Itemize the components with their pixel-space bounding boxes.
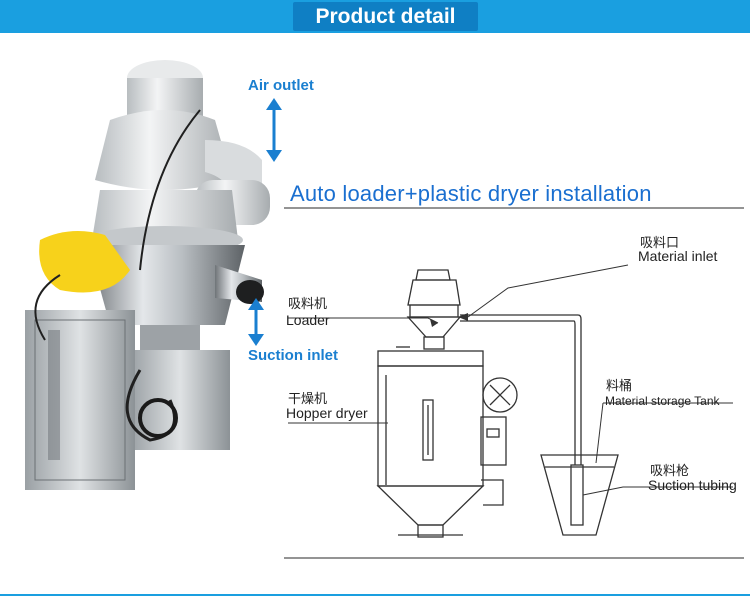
hopper-dryer-cn-label: 干燥机 [288, 392, 328, 407]
suction-inlet-label: Suction inlet [248, 347, 338, 364]
air-outlet-label: Air outlet [248, 77, 314, 94]
loader-cn-label: 吸料机 [288, 297, 328, 312]
bottom-divider [0, 594, 750, 596]
material-inlet-cn-label: 吸料口 [640, 236, 680, 251]
diagram-title: Auto loader+plastic dryer installation [290, 181, 652, 206]
suction-tubing-cn-label: 吸料枪 [650, 464, 690, 479]
header-banner: Product detail [0, 0, 750, 33]
suction-tubing-label: Suction tubing [648, 477, 737, 493]
material-inlet-label: Material inlet [638, 248, 718, 264]
storage-tank-cn-label: 料桶 [606, 379, 633, 394]
installation-diagram [284, 207, 744, 559]
auto-loader-photo [25, 60, 270, 490]
air-outlet-arrow-icon [266, 98, 282, 162]
suction-inlet-arrow-icon [248, 298, 264, 346]
banner-title: Product detail [293, 2, 478, 31]
storage-tank-label: Material storage Tank [605, 394, 720, 408]
loader-label: Loader [286, 312, 330, 328]
hopper-dryer-label: Hopper dryer [286, 405, 368, 421]
